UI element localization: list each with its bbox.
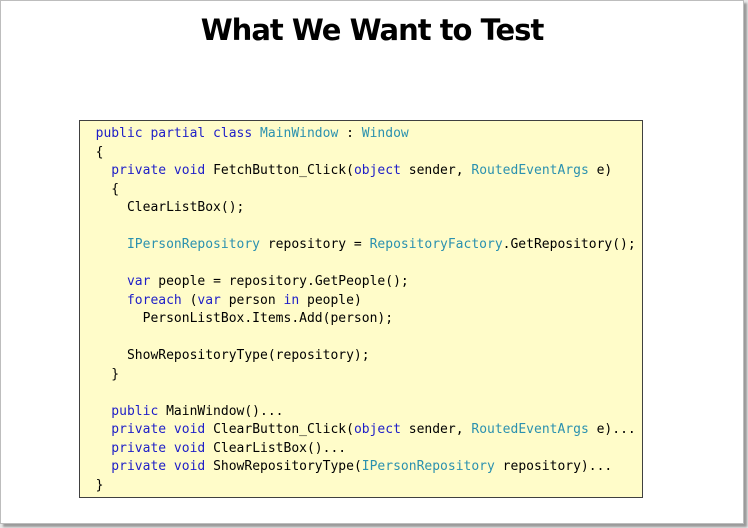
code-token-plain: FetchButton_Click( (213, 163, 354, 178)
code-token-plain: people = repository.GetPeople(); (150, 274, 409, 289)
code-line: ClearListBox(); (80, 199, 642, 218)
code-token-plain: ClearListBox()... (213, 440, 347, 456)
code-line: private void ClearListBox()... (80, 440, 642, 459)
code-token-plain: : (338, 126, 362, 141)
code-token-type: RepositoryFactory (369, 237, 503, 252)
code-block: public partial class MainWindow : Window… (79, 120, 643, 498)
code-line (80, 255, 642, 274)
code-line: } (80, 477, 642, 496)
code-line: public partial class MainWindow : Window (80, 125, 642, 144)
code-token-type: RoutedEventArgs (471, 422, 589, 437)
code-line (80, 329, 642, 348)
code-token-kw: foreach (80, 292, 182, 308)
code-token-plain: sender, (400, 422, 472, 437)
code-line: foreach (var person in people) (80, 292, 642, 311)
code-token-plain: ( (181, 292, 198, 308)
code-token-kw: public partial class (80, 126, 261, 141)
code-token-kw: private void (80, 440, 214, 456)
code-token-kw: in (283, 292, 300, 308)
code-token-plain: ShowRepositoryType(repository); (80, 348, 370, 363)
slide-title: What We Want to Test (200, 13, 545, 47)
code-token-plain: } (80, 366, 120, 382)
code-token-plain: ClearButton_Click( (213, 422, 354, 437)
code-line: var people = repository.GetPeople(); (80, 273, 642, 292)
code-token-kw: object (353, 163, 401, 178)
code-token-kw: var (80, 274, 151, 289)
code-token-type: IPersonRepository (361, 459, 495, 474)
code-token-plain: ClearListBox(); (80, 200, 245, 215)
code-line: private void ShowRepositoryType(IPersonR… (80, 458, 642, 477)
code-line: { (80, 144, 642, 163)
code-token-plain: people) (299, 292, 362, 308)
code-token-plain: e)... (588, 422, 636, 437)
code-line: } (80, 366, 642, 385)
code-line (80, 218, 642, 237)
code-token-kw: var (197, 292, 221, 308)
code-token-plain: repository = (260, 237, 370, 252)
code-token-kw: object (353, 422, 401, 437)
code-line (80, 384, 642, 403)
code-token-kw: private void (80, 163, 214, 178)
code-line: ShowRepositoryType(repository); (80, 347, 642, 366)
code-token-plain: .GetRepository(); (502, 237, 636, 252)
code-line: private void FetchButton_Click(object se… (80, 162, 642, 181)
code-token-type: Window (361, 126, 409, 141)
code-token-type: IPersonRepository (80, 237, 261, 252)
code-line: private void ClearButton_Click(object se… (80, 421, 642, 440)
code-token-plain: sender, (400, 163, 472, 178)
code-token-plain: PersonListBox.Items.Add(person); (80, 311, 394, 326)
code-token-plain: person (220, 292, 284, 308)
code-token-plain: ShowRepositoryType( (213, 459, 362, 474)
code-line: PersonListBox.Items.Add(person); (80, 310, 642, 329)
code-token-kw: private void (80, 459, 214, 474)
code-line: public MainWindow()... (80, 403, 642, 422)
code-token-plain: MainWindow()... (166, 403, 284, 419)
code-token-plain: { (80, 181, 120, 197)
code-token-type: RoutedEventArgs (471, 163, 589, 178)
code-token-kw: private void (80, 422, 214, 437)
code-token-plain: repository)... (494, 459, 613, 474)
code-token-kw: public (80, 403, 167, 419)
code-line: IPersonRepository repository = Repositor… (80, 236, 642, 255)
code-token-plain: { (80, 144, 104, 160)
code-token-plain: e) (588, 163, 613, 178)
code-token-plain: } (80, 477, 104, 493)
code-line: { (80, 181, 642, 200)
code-token-type: MainWindow (260, 126, 339, 141)
